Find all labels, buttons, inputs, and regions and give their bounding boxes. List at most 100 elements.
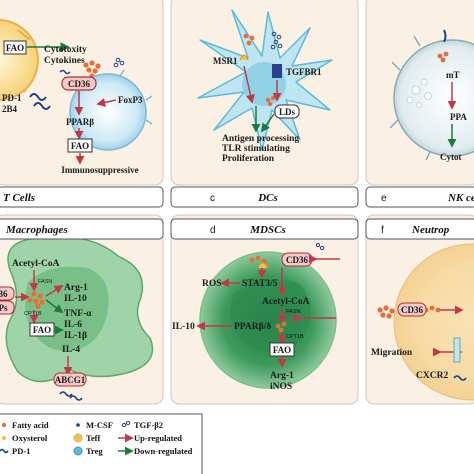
legend-treg: Treg [73,446,103,456]
svg-text:Up-regulated: Up-regulated [134,433,182,443]
legend-box [0,413,203,474]
abcg1-receptor [53,372,87,387]
panel-title-neutrophils: Neutrop [411,224,450,236]
abcg1-label: ABCG1 [55,375,86,385]
il4-label: IL-4 [62,345,80,355]
svg-text:Fatty acid: Fatty acid [12,420,49,430]
title-bar-b: Macrophages [0,218,164,240]
legend-down-regulated: Down-regulated [118,446,193,456]
ps-label-b: Ps [0,303,8,313]
legend-fatty-acid: Fatty acid [1,420,49,430]
panel-letter-f: f [381,225,384,236]
inos-label: iNOS [270,382,292,392]
ps-receptor-b [0,300,15,315]
fao-box-top [3,40,27,55]
lds-label: LDs [279,107,296,117]
proliferation-label: Proliferation [222,154,275,164]
antigen-processing-label: Antigen processing [222,134,299,144]
lds-box [274,104,300,119]
acetyl-coa-label-b: Acetyl-CoA [12,259,60,269]
cd36-label-f: CD36 [401,305,423,315]
cytokines-label: Cytokines [44,56,85,66]
panel-letter-d: d [210,225,216,236]
fao-box-mid [67,138,93,153]
fatty-acid-cluster-b [27,291,45,309]
svg-text:Teff: Teff [86,433,100,443]
legend-mcsf: M-CSF [76,420,113,430]
ppar-beta-label: PPARβ [66,117,94,127]
ros-label: ROS [202,279,222,289]
cytotoxicity-nk-label: Cytot [440,152,462,162]
cxcr2-label: CXCR2 [416,371,448,381]
cd36-receptor-f [397,302,427,317]
legend-teff: Teff [73,433,100,443]
ppar-label-d: PPARβ/δ [234,322,271,332]
fatty-acid-cluster-e [437,51,449,63]
panel-e-nk-cells: mT PPA Cytot [389,29,474,162]
treg-cell [69,73,147,151]
panel-letter-e: e [381,193,387,204]
fasn-label-d: FASN [286,309,300,315]
pd1-label: PD-1 [2,93,22,103]
fatty-acid-cluster-d2 [275,321,287,333]
mtor-label: mT [446,70,460,80]
cd36-label-a: CD36 [68,79,90,89]
svg-text:Down-regulated: Down-regulated [134,446,193,456]
svg-text:M-CSF: M-CSF [86,420,113,430]
title-bar-d: d MDSCs [170,218,359,240]
fao-label-b: FAO [33,325,51,335]
tgfbr1-label: TGFBR1 [286,67,322,77]
legend-oxysterol: Oxysterol [1,433,48,443]
cytotoxicity-label: Cytotoxity [44,45,87,55]
panel-title-t-cells: T Cells [3,192,35,204]
cpt1b-label-d: CPT1B [286,334,304,340]
fatty-acid-cluster-c [243,33,276,107]
foxp3-label: FoxP3 [118,95,143,105]
acetyl-coa-label-d: Acetyl-CoA [262,297,310,307]
panel-letter-c: c [210,193,215,204]
cpt1b-label-b: CPT1B [24,311,42,317]
fao-box-d [269,342,295,357]
legend-pd1: PD-1 [0,446,30,456]
panel-c-dcs: MSR1 TGFBR1 LDs Antigen processing TLR s… [197,9,333,164]
panel-title-mdscs: MDSCs [249,224,285,236]
legend: Fatty acid Oxysterol PD-1 M-CSF Teff Tre… [0,413,203,474]
fasn-label-b: FASN [38,279,52,285]
stat-label: STAT3/5 [242,279,278,289]
svg-text:Treg: Treg [86,446,103,456]
panel-title-nk: NK ce [447,192,474,204]
arg1-label-d: Arg-1 [270,371,294,381]
arg1-label-b: Arg-1 [64,283,88,293]
panel-f-neutrophils: CD36 Migration CXCR2 [371,243,474,401]
2b4-label: 2B4 [2,104,18,114]
il10-label-b: IL-10 [64,294,87,304]
ppar-nk-label: PPA [450,112,467,122]
panel-title-dcs: DCs [257,192,278,204]
cd36-label-b: 36 [0,289,8,299]
cd36-label-d: CD36 [286,255,308,265]
panel-title-macrophages: Macrophages [5,224,68,236]
svg-text:PD-1: PD-1 [12,446,30,456]
il6-label: IL-6 [64,320,82,330]
fao-mid-label: FAO [71,141,89,151]
immunosuppressive-label: Immunosuppressive [61,165,138,175]
fao-label-d: FAO [273,345,291,355]
il1b-label: IL-1β [64,331,87,341]
title-bar-c: c DCs [170,186,359,208]
fatty-acid-cluster-a [83,60,101,79]
nk-cell [393,39,474,157]
fatty-acid-cluster-f [377,305,441,319]
il10-label-d: IL-10 [172,322,195,332]
msr1-label: MSR1 [213,56,238,66]
fao-top-label: FAO [6,43,24,53]
svg-text:Oxysterol: Oxysterol [12,433,48,443]
panel-b-macrophages: Acetyl-CoA FASN 36 Ps Arg-1 IL-10 CPT1B … [0,236,154,401]
svg-text:TGF-β2: TGF-β2 [134,420,163,430]
legend-up-regulated: Up-regulated [118,433,182,443]
cd36-receptor-b [0,286,15,301]
cd36-receptor-a [61,76,97,91]
title-bar-a: T Cells [0,186,164,208]
fao-box-b [29,322,55,337]
title-bar-f: f Neutrop [365,218,474,240]
